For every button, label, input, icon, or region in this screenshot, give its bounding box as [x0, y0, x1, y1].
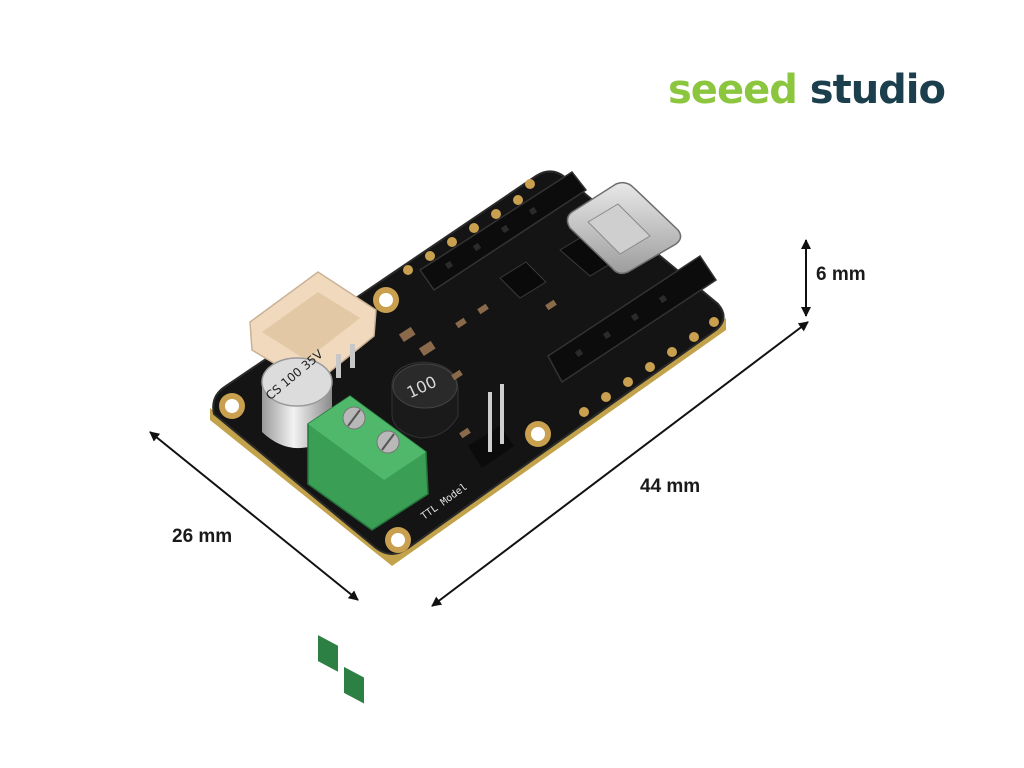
- dimension-line-length: [431, 321, 809, 607]
- screw-terminal: [307, 395, 429, 704]
- seeed-studio-logo: seeed studio: [668, 62, 946, 118]
- ic-chip-small: [499, 261, 547, 299]
- inductor: 100: [391, 361, 459, 439]
- dimension-width-label: 26 mm: [172, 526, 233, 547]
- dimension-height-label: 6 mm: [816, 264, 866, 285]
- dimension-length-label: 44 mm: [640, 476, 701, 497]
- header-holes: [444, 206, 668, 358]
- dimension-line-width: [149, 431, 359, 601]
- mounting-holes: [219, 287, 551, 553]
- pin-header-pads-top: [403, 179, 535, 275]
- jumper-pins: [468, 384, 514, 468]
- logo-studio: studio: [809, 67, 946, 113]
- jst-connector: [249, 271, 377, 387]
- smd-components: [398, 299, 557, 439]
- pin-header-pads-bottom: [579, 317, 719, 417]
- usb-c-connector: [566, 181, 682, 275]
- logo-seeed: seeed: [668, 67, 798, 113]
- female-header-bottom: [547, 254, 718, 384]
